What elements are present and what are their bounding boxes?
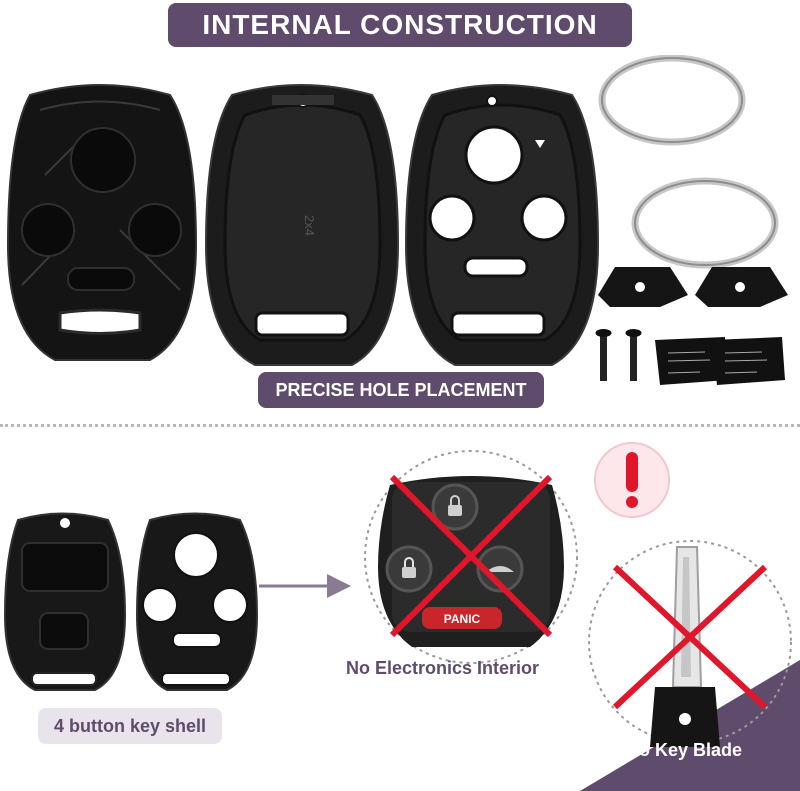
key-shell-front-interior: [404, 84, 600, 366]
no-key-blade-illustration: [588, 540, 792, 747]
no-electronics-illustration: PANIC: [364, 450, 578, 664]
blade-holder-clip: [695, 267, 788, 307]
key-shell-front: [6, 84, 198, 361]
screw-icon: [595, 329, 612, 381]
key-shell-label: 4 button key shell: [38, 708, 222, 744]
screw-icon: [625, 329, 642, 381]
part-mark-text: 2x4: [302, 215, 317, 236]
sticker-label: [655, 337, 728, 385]
sticker-label: [712, 337, 785, 385]
arrow-right-icon: [259, 574, 351, 598]
no-key-blade-caption: No Key Blade: [626, 740, 743, 760]
key-shell-back-interior: 2x4: [204, 84, 400, 366]
key-ring-icon: [631, 177, 779, 269]
internal-construction-illustration: 2x4: [6, 55, 788, 385]
section-divider: [0, 424, 800, 427]
exclamation-icon: [594, 442, 670, 518]
four-button-shell-illustration: [3, 512, 259, 691]
panic-button-text: PANIC: [444, 612, 481, 626]
key-ring-icon: [598, 55, 746, 146]
no-electronics-caption: No Electronics Interior: [346, 658, 540, 678]
blade-holder-clip: [598, 267, 688, 307]
hole-placement-label: PRECISE HOLE PLACEMENT: [258, 372, 544, 408]
page-title: INTERNAL CONSTRUCTION: [168, 3, 632, 47]
